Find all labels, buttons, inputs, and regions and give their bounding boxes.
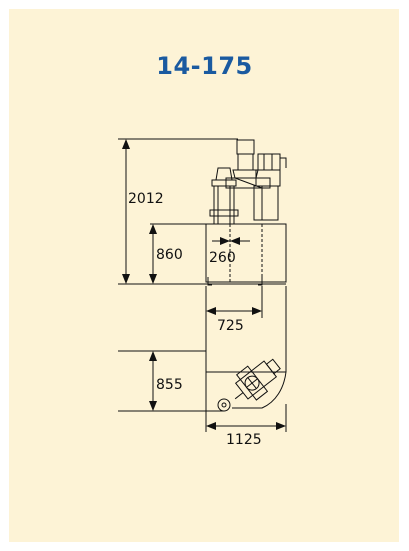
dim-label-2012: 2012 — [128, 191, 164, 207]
label-bg-2012 — [127, 190, 163, 206]
motor-cap — [236, 139, 255, 155]
dim-label-860: 860 — [156, 247, 183, 263]
label-bg-860 — [155, 246, 189, 262]
arrow-2012-top — [122, 139, 130, 149]
plan-pivot — [217, 398, 231, 412]
left-cap — [215, 167, 233, 181]
arrow-725-left — [206, 307, 216, 315]
arrow-855-bottom — [149, 401, 157, 411]
dim-label-855: 855 — [156, 377, 183, 393]
model-title: 14-175 — [156, 52, 253, 80]
left-clamp — [209, 209, 239, 217]
arrow-860-top — [149, 224, 157, 234]
plan-pivot-core — [221, 402, 227, 408]
label-bg-855 — [155, 376, 189, 392]
arrow-725-right — [252, 307, 262, 315]
plan-arm — [234, 392, 244, 400]
arrow-2012-bottom — [122, 274, 130, 284]
plan-gear — [265, 358, 281, 375]
foot-left — [207, 277, 212, 286]
dim-label-1125: 1125 — [226, 432, 262, 448]
motor-body — [237, 153, 254, 171]
arrow-855-top — [149, 351, 157, 361]
arrow-260-left — [220, 237, 230, 245]
left-column — [213, 185, 235, 225]
left-collar — [211, 179, 237, 187]
head-bar — [225, 177, 271, 189]
dim-label-260: 260 — [209, 250, 236, 266]
drawing-panel — [9, 9, 399, 542]
plan-table-outline — [206, 371, 287, 409]
arrow-1125-left — [206, 422, 216, 430]
right-housing — [253, 185, 279, 221]
arrow-860-bottom — [149, 274, 157, 284]
motor-flange — [232, 169, 259, 179]
right-gear — [257, 153, 281, 171]
arrow-1125-right — [276, 422, 286, 430]
machine-table — [205, 223, 287, 283]
arrow-260-right — [230, 237, 240, 245]
dim-label-725: 725 — [217, 318, 244, 334]
plan-blade-line2 — [247, 377, 257, 389]
right-handle — [280, 157, 287, 168]
